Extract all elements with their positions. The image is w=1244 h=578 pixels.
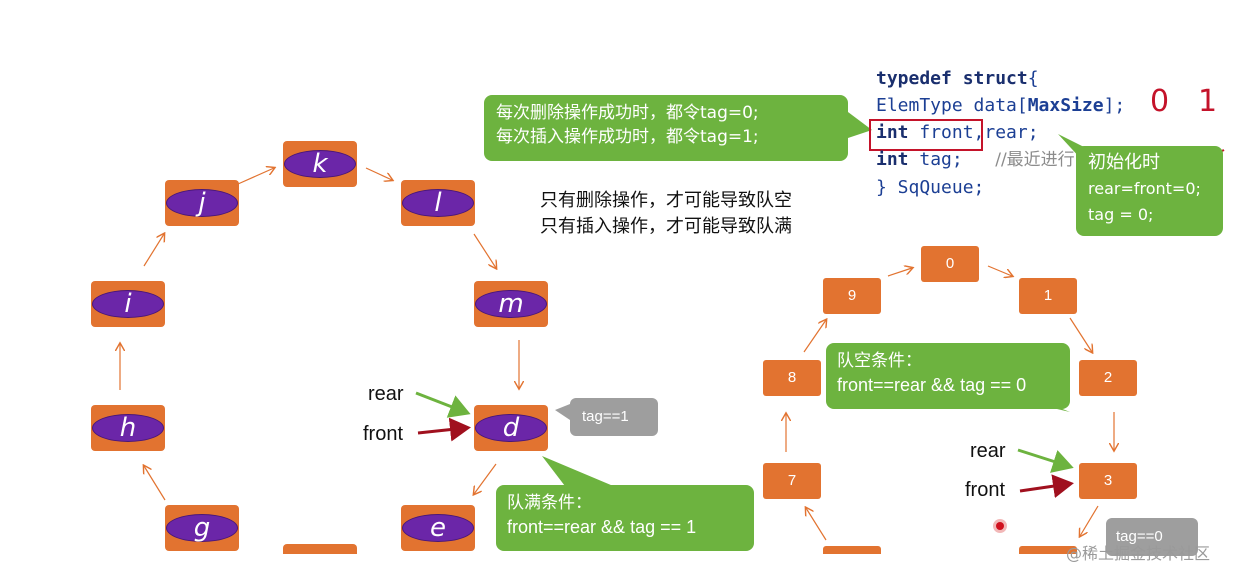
full-condition: front==rear && tag == 1 <box>507 517 697 537</box>
handwritten-one: 1 <box>1198 84 1218 119</box>
init-title: 初始化时 <box>1088 152 1160 173</box>
code-line-2: ElemType data[MaxSize]; <box>876 95 1126 116</box>
left-node-i: i <box>91 281 165 327</box>
right-front-label: front <box>965 479 1006 501</box>
right-node-7: 7 <box>763 463 821 499</box>
right-node-0: 0 <box>921 246 979 282</box>
left-node-l: l <box>401 180 475 226</box>
right-queue-connectors <box>786 266 1114 541</box>
note-line-2: 只有插入操作，才可能导致队满 <box>540 216 792 237</box>
empty-condition-callout: 队空条件： front==rear && tag == 0 <box>826 343 1070 409</box>
right-rear-arrow <box>1017 448 1074 473</box>
left-rear-arrow <box>415 391 471 418</box>
watermark: @稀土掘金技术社区 <box>1066 544 1211 563</box>
empty-condition: front==rear && tag == 0 <box>837 375 1027 395</box>
full-condition-callout: 队满条件： front==rear && tag == 1 <box>496 485 754 551</box>
left-node-h: h <box>91 405 165 451</box>
right-front-arrow <box>1019 474 1074 499</box>
note-line-1: 只有删除操作，才可能导致队空 <box>540 190 792 211</box>
left-rear-label: rear <box>368 383 404 405</box>
right-node-8: 8 <box>763 360 821 396</box>
left-front-arrow <box>417 417 471 442</box>
tag-field-highlight <box>869 119 983 151</box>
code-line-5: } SqQueue; <box>876 177 985 198</box>
init-line-1: rear=front=0; <box>1088 179 1201 198</box>
init-callout: 初始化时 rear=front=0; tag = 0; <box>1076 146 1223 236</box>
right-node-1: 1 <box>1019 278 1077 314</box>
left-tag-callout-tail <box>555 404 570 420</box>
right-node-partial-a <box>823 546 881 554</box>
empty-title: 队空条件： <box>837 351 922 371</box>
left-node-k: k <box>283 141 357 187</box>
left-queue-connectors <box>120 168 519 501</box>
right-node-partial-b <box>1019 546 1077 554</box>
tag-rule-line-2: 每次插入操作成功时，都令tag=1; <box>496 127 759 147</box>
left-node-e: e <box>401 505 475 551</box>
tag-rule-callout-tail <box>848 112 872 138</box>
left-node-m: m <box>474 281 548 327</box>
left-front-label: front <box>363 423 404 445</box>
right-node-2: 2 <box>1079 360 1137 396</box>
code-line-3: int front,rear; <box>876 122 1039 143</box>
right-rear-label: rear <box>970 440 1006 462</box>
init-line-2: tag = 0; <box>1088 205 1154 224</box>
right-tag-callout: tag==0 <box>1106 518 1198 556</box>
left-node-g: g <box>165 505 239 551</box>
left-node-j: j <box>165 180 239 226</box>
handwritten-zero: 0 <box>1150 84 1170 119</box>
right-node-9: 9 <box>823 278 881 314</box>
left-node-partial <box>283 544 357 554</box>
tag-rule-callout: 每次删除操作成功时，都令tag=0; 每次插入操作成功时，都令tag=1; <box>484 95 848 161</box>
left-tag-callout: tag==1 <box>570 398 658 436</box>
full-title: 队满条件： <box>507 493 592 513</box>
left-node-d: d <box>474 405 548 451</box>
full-callout-tail <box>542 456 618 490</box>
right-node-3: 3 <box>1079 463 1137 499</box>
operation-notes: 只有删除操作，才可能导致队空 只有插入操作，才可能导致队满 <box>540 188 792 240</box>
tag-rule-line-1: 每次删除操作成功时，都令tag=0; <box>496 103 759 123</box>
code-line-1: typedef struct{ <box>876 68 1039 89</box>
